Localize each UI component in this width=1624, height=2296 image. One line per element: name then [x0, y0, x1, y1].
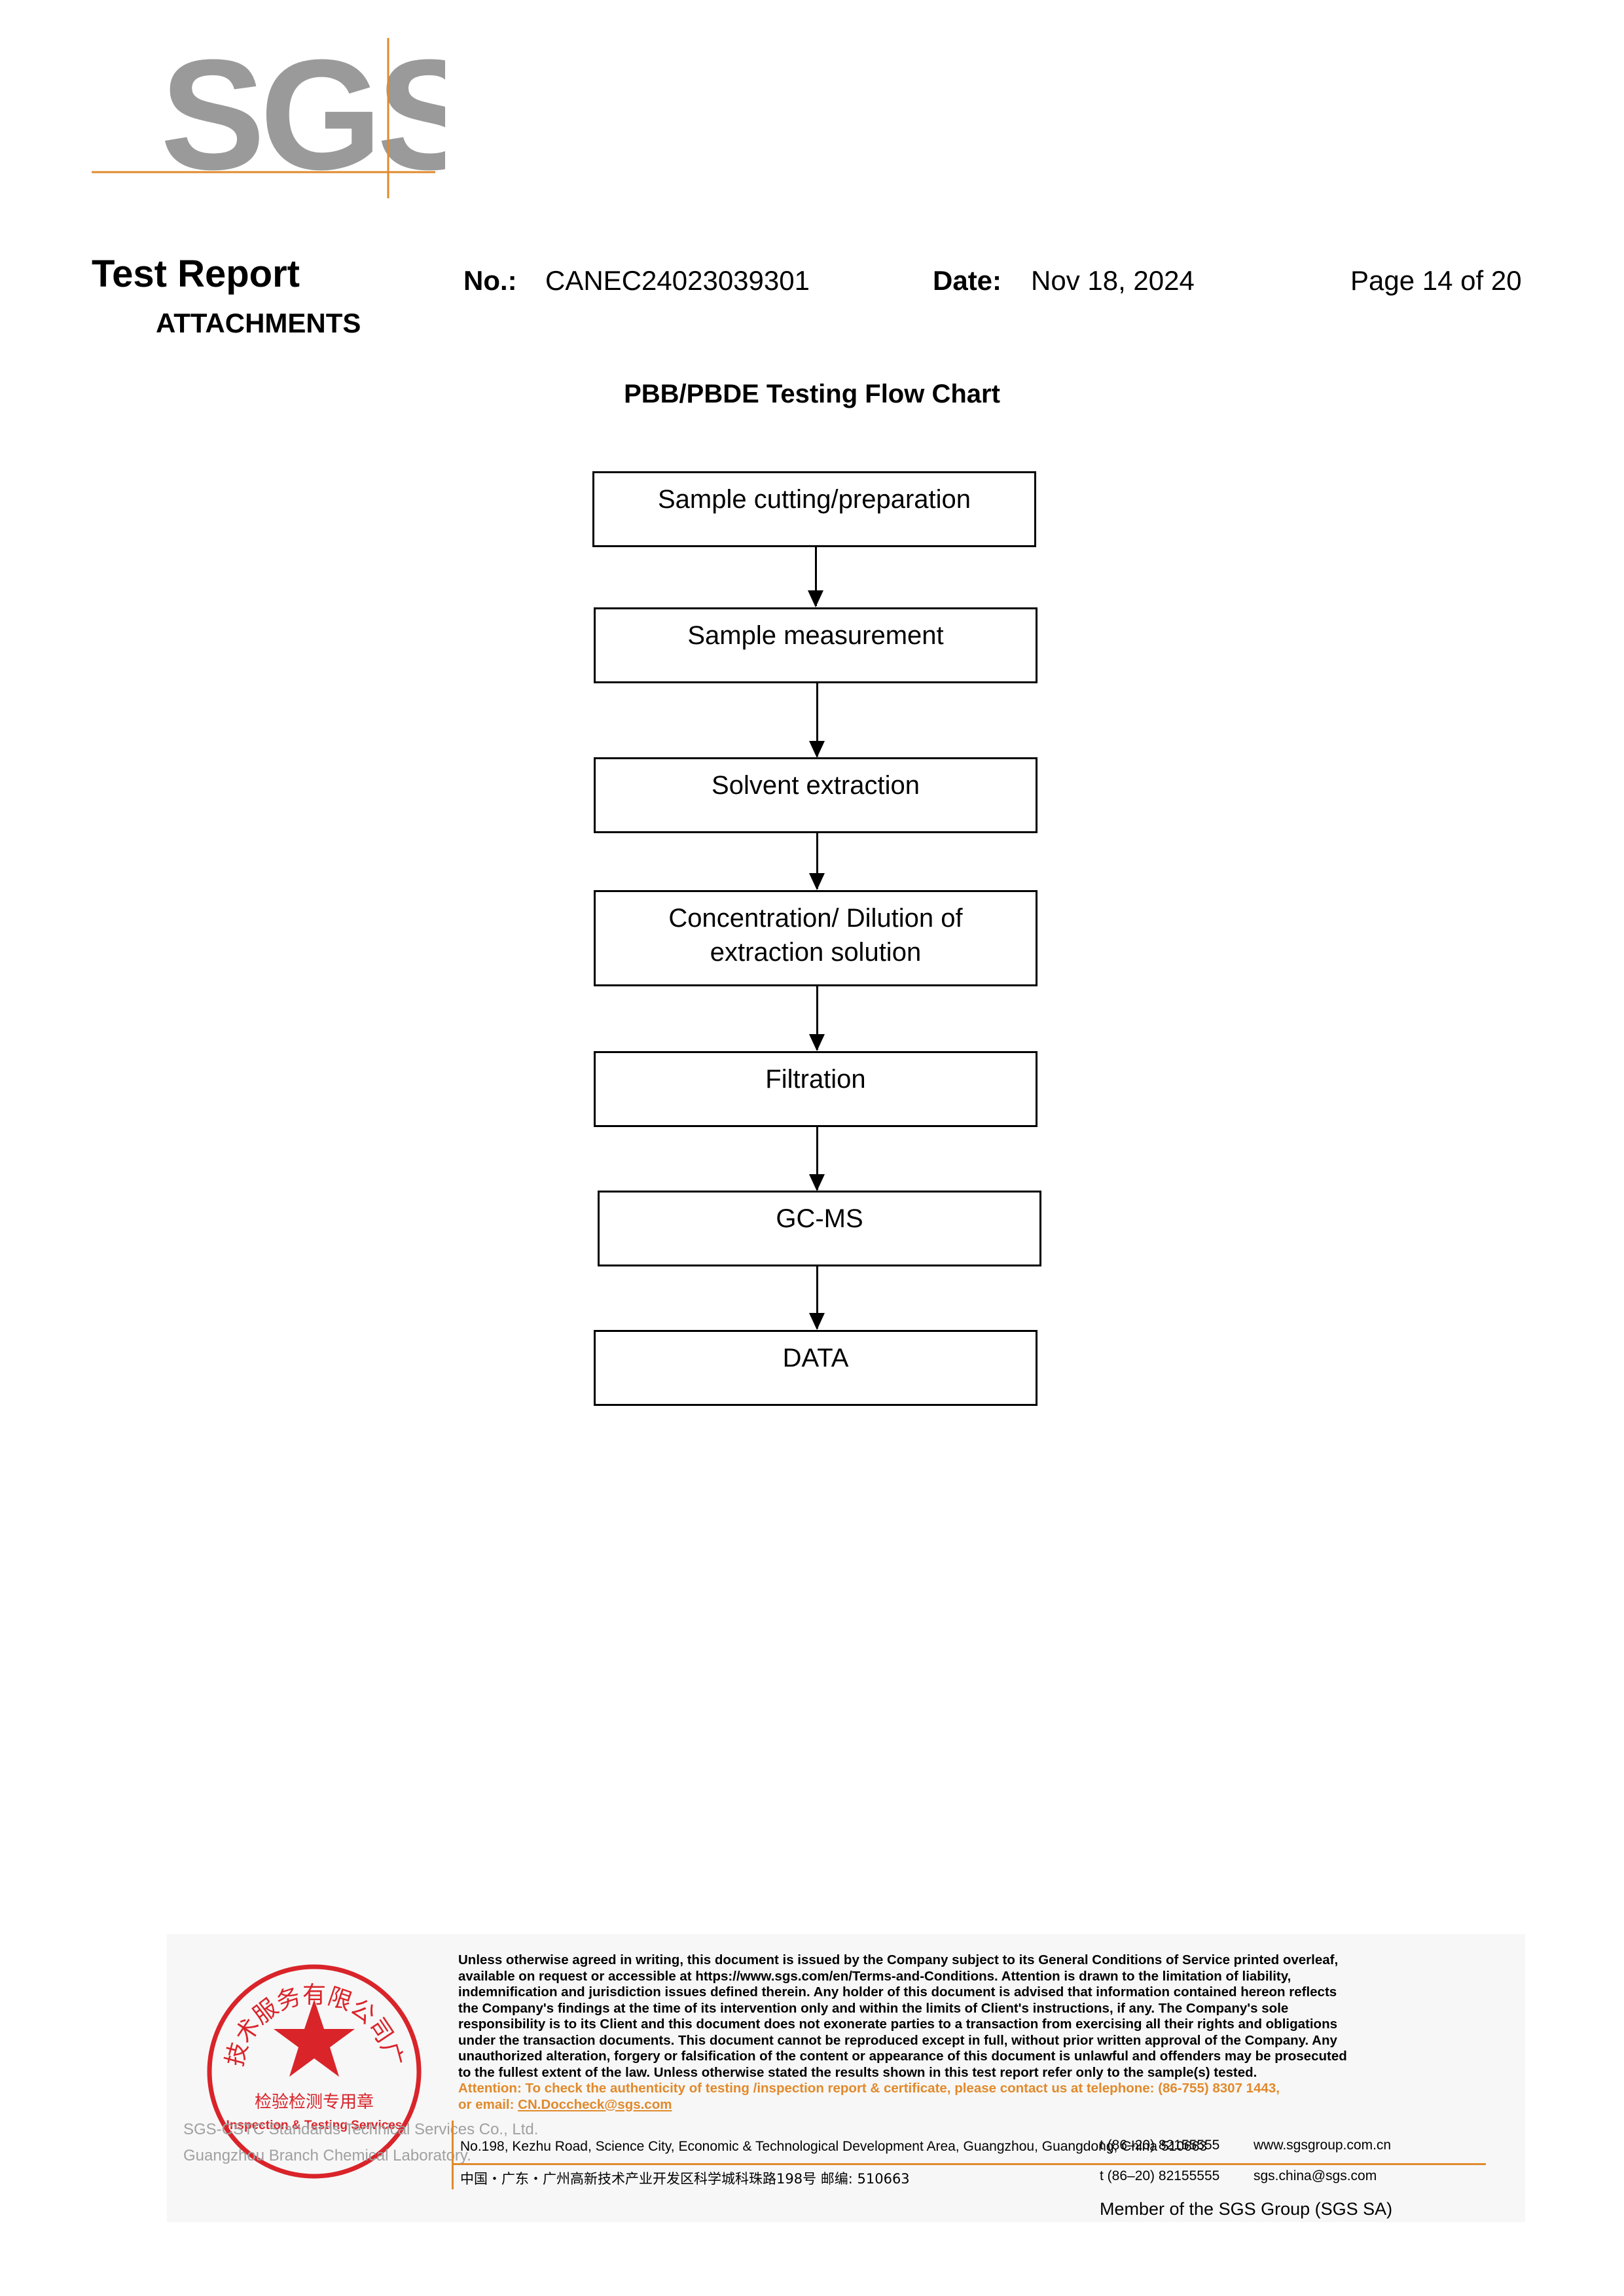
lab-name-line-2: Guangzhou Branch Chemical Laboratory. — [183, 2147, 471, 2164]
flow-step-data: DATA — [594, 1330, 1038, 1406]
report-title: Test Report — [92, 253, 300, 295]
report-subtitle: ATTACHMENTS — [156, 308, 361, 338]
sgs-logo: SGS — [92, 38, 445, 202]
footer-divider-horizontal — [452, 2163, 1486, 2165]
flow-arrow — [808, 547, 823, 607]
page-number: Page 14 of 20 — [1350, 265, 1522, 296]
website-link[interactable]: www.sgsgroup.com.cn — [1254, 2138, 1392, 2153]
company-seal-stamp: 通标标准技术服务有限公司广州分公司 检验检测专用章 Inspection & T… — [196, 1954, 422, 2179]
attention-email-line: or email: CN.Doccheck@sgs.com — [458, 2097, 1407, 2113]
flow-step-label: Sample cutting/preparation — [657, 485, 971, 514]
flow-arrow — [809, 683, 825, 758]
legal-line: under the transaction documents. This do… — [458, 2032, 1337, 2048]
legal-line: indemnification and jurisdiction issues … — [458, 1984, 1337, 2000]
flow-step-filtration: Filtration — [594, 1051, 1038, 1127]
flow-arrow — [809, 986, 825, 1051]
attention-line: Attention: To check the authenticity of … — [458, 2081, 1280, 2096]
flow-step-gc-ms: GC-MS — [598, 1191, 1041, 1266]
report-number-label: No.: — [463, 265, 517, 296]
report-date-value: Nov 18, 2024 — [1031, 265, 1195, 296]
phone-2: t (86–20) 82155555 — [1100, 2168, 1220, 2183]
flow-step-label: GC-MS — [776, 1204, 863, 1233]
legal-line: responsibility is to its Client and this… — [458, 2017, 1337, 2032]
legal-disclaimer: Unless otherwise agreed in writing, this… — [458, 1952, 1407, 2113]
legal-line: to the fullest extent of the law. Unless… — [458, 2064, 1257, 2080]
flow-arrow — [809, 833, 825, 890]
phone-1: t (86–20) 82155555 — [1100, 2138, 1220, 2153]
report-date-label: Date: — [933, 265, 1002, 296]
address-chinese: 中国・广东・广州高新技术产业开发区科学城科珠路198号 邮编: 510663 — [460, 2171, 910, 2187]
flow-step-label: DATA — [782, 1344, 849, 1372]
footer-background — [167, 1934, 1525, 2222]
legal-line: unauthorized alteration, forgery or fals… — [458, 2049, 1347, 2064]
seal-inner-text: 检验检测专用章 — [255, 2092, 374, 2112]
flow-step-label: Sample measurement — [687, 621, 944, 650]
address-english: No.198, Kezhu Road, Science City, Econom… — [460, 2139, 1207, 2154]
lab-name-line-1: SGS-CSTC Standards Technical Services Co… — [183, 2121, 539, 2138]
flow-step-label: Filtration — [765, 1065, 866, 1094]
flow-step-sample-cutting: Sample cutting/preparation — [592, 471, 1036, 547]
seal-outer-ring — [207, 1964, 422, 2179]
attention-email-prefix: or email: — [458, 2096, 518, 2112]
footer-divider-vertical — [452, 2121, 454, 2189]
legal-line: the Company's findings at the time of it… — [458, 2000, 1289, 2016]
seal-star-icon — [274, 2000, 355, 2077]
flow-step-label: Solvent extraction — [712, 771, 920, 800]
flow-arrow — [809, 1127, 825, 1191]
doccheck-email-link[interactable]: CN.Doccheck@sgs.com — [518, 2096, 672, 2112]
flow-step-solvent-extraction: Solvent extraction — [594, 757, 1038, 833]
flowchart-title: PBB/PBDE Testing Flow Chart — [624, 380, 1000, 408]
seal-ribbon-text: Inspection & Testing Services — [226, 2119, 403, 2132]
legal-line: available on request or accessible at ht… — [458, 1968, 1291, 1984]
legal-line: Unless otherwise agreed in writing, this… — [458, 1952, 1339, 1967]
flow-arrow — [809, 1266, 825, 1330]
flow-step-concentration-dilution: Concentration/ Dilution of extraction so… — [594, 890, 1038, 986]
sgs-logo-text: SGS — [160, 38, 445, 202]
sgs-group-membership: Member of the SGS Group (SGS SA) — [1100, 2199, 1393, 2219]
flow-step-label: Concentration/ Dilution of extraction so… — [668, 904, 963, 967]
contact-email-link[interactable]: sgs.china@sgs.com — [1254, 2168, 1377, 2183]
flow-step-sample-measurement: Sample measurement — [594, 607, 1038, 683]
report-number-value: CANEC24023039301 — [545, 265, 810, 296]
